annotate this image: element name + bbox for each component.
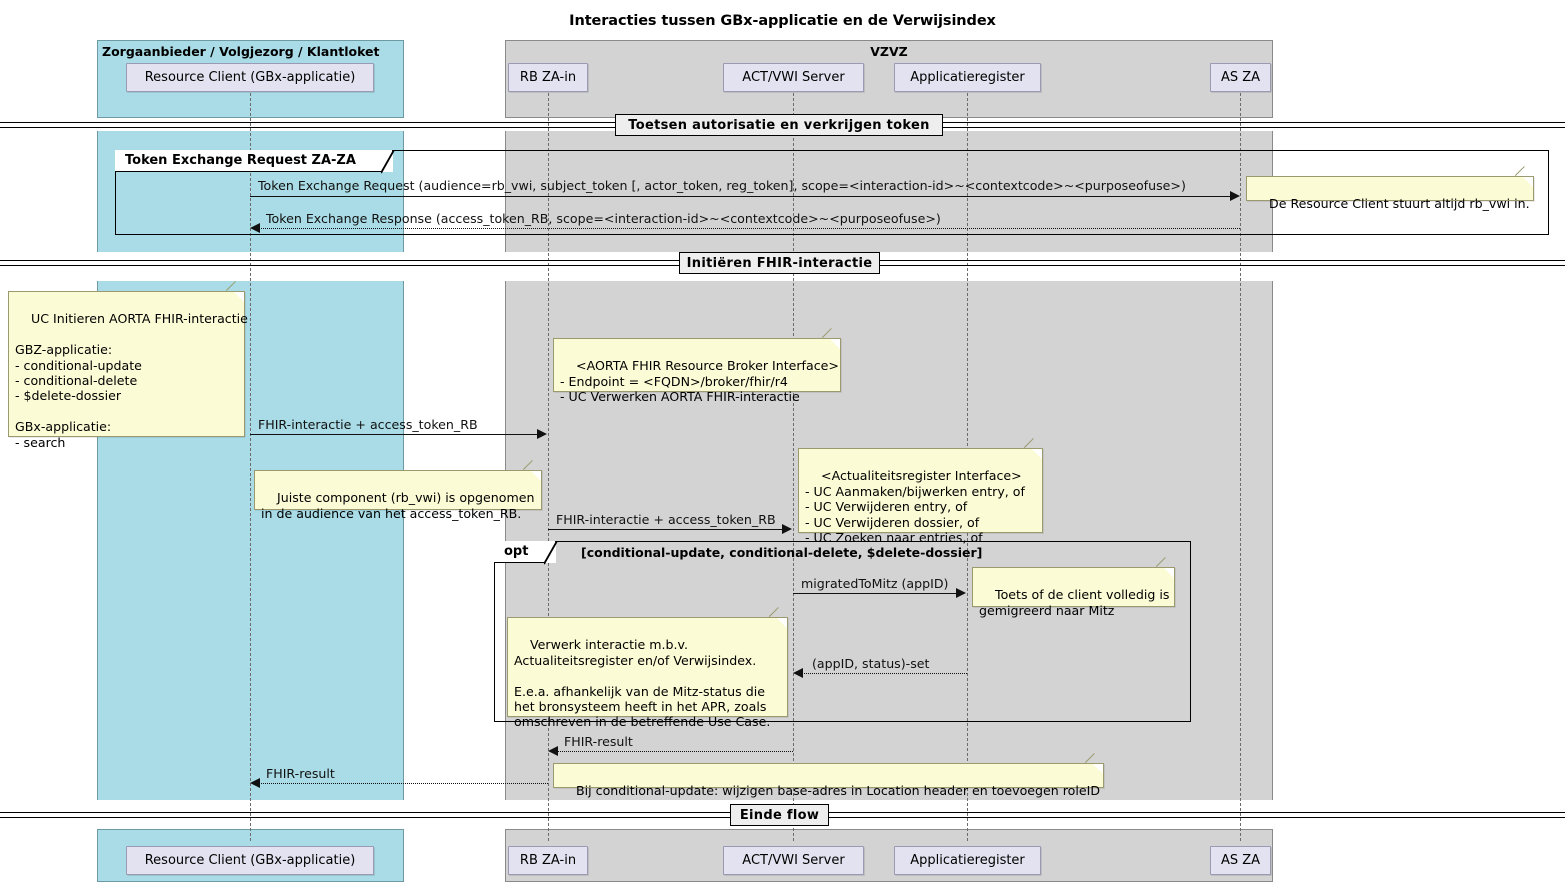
note-text: De Resource Client stuurt altijd rb_vwi … [1269,196,1530,212]
msg-appid-status-set-label: (appID, status)-set [812,656,930,671]
frame-opt-tab: opt [494,541,556,563]
msg-fhir-result-1-arrowhead [548,746,558,756]
note-juiste-component: Juiste component (rb_vwi) is opgenomen i… [254,460,542,521]
msg-migrated-to-mitz-label: migratedToMitz (appID) [801,576,949,591]
participant-label: RB ZA-in [519,853,577,868]
msg-fhir-interactie-1-arrowhead [537,429,547,439]
group-label-vzvz: VZVZ [870,44,908,59]
msg-token-exchange-response-label: Token Exchange Response (access_token_RB… [266,211,941,226]
msg-fhir-interactie-2-line [548,529,782,530]
lifeline-resource-client [250,93,251,841]
participant-label: AS ZA [1220,70,1261,85]
note-fold-icon [1164,568,1174,578]
group-box-vzvz-footer [505,829,1273,882]
participant-label: Applicatieregister [910,853,1025,868]
participant-as-za-top[interactable]: AS ZA [1210,63,1271,92]
msg-token-exchange-response-arrowhead [250,223,260,233]
msg-migrated-to-mitz-line [793,593,957,594]
participant-label: ACT/VWI Server [742,853,845,868]
msg-fhir-result-1-line [555,751,793,752]
note-conditional-update-location: Bij conditional-update: wijzigen base-ad… [553,753,1104,798]
note-fold-icon [830,339,840,349]
participant-rb-za-in-top[interactable]: RB ZA-in [508,63,588,92]
participant-act-vwi-server-top[interactable]: ACT/VWI Server [723,63,864,92]
group-box-vzvz-band-2 [505,131,1273,252]
participant-applicatieregister-top[interactable]: Applicatieregister [894,63,1041,92]
note-text: UC Initieren AORTA FHIR-interactie GBZ-a… [15,311,248,450]
participant-label: AS ZA [1220,853,1261,868]
participant-label: Resource Client (GBx-applicatie) [144,853,356,868]
participant-label: RB ZA-in [519,70,577,85]
msg-appid-status-set-line [800,673,967,674]
group-label-client: Zorgaanbieder / Volgjezorg / Klantloket [102,44,380,59]
note-fold-icon [1093,764,1103,774]
note-text: Verwerk interactie m.b.v. Actualiteitsre… [514,637,771,730]
participant-label: Applicatieregister [910,70,1025,85]
frame-token-exchange [115,150,1549,235]
frame-opt-condition: [conditional-update, conditional-delete,… [581,545,983,560]
participant-rb-za-in-bottom[interactable]: RB ZA-in [508,846,588,875]
msg-fhir-result-2-label: FHIR-result [266,766,335,781]
msg-fhir-interactie-1-label: FHIR-interactie + access_token_RB [258,417,478,432]
note-text: <AORTA FHIR Resource Broker Interface> -… [560,358,839,405]
note-text: Juiste component (rb_vwi) is opgenomen i… [261,490,535,521]
note-text: Toets of de client volledig is gemigreer… [979,587,1170,618]
msg-fhir-interactie-1-line [250,434,538,435]
note-fold-icon [1032,449,1042,459]
participant-label: ACT/VWI Server [742,70,845,85]
participant-resource-client-bottom[interactable]: Resource Client (GBx-applicatie) [126,846,374,875]
frame-token-exchange-label: Token Exchange Request ZA-ZA [125,153,356,168]
msg-fhir-result-2-line [257,783,548,784]
participant-applicatieregister-bottom[interactable]: Applicatieregister [894,846,1041,875]
participant-act-vwi-server-bottom[interactable]: ACT/VWI Server [723,846,864,875]
frame-opt-label: opt [504,544,529,559]
msg-token-exchange-request-label: Token Exchange Request (audience=rb_vwi,… [258,178,1186,193]
msg-fhir-result-1-label: FHIR-result [564,734,633,749]
msg-migrated-to-mitz-arrowhead [956,588,966,598]
note-fold-icon [531,471,541,481]
msg-token-exchange-request-arrowhead [1230,191,1240,201]
participant-resource-client-top[interactable]: Resource Client (GBx-applicatie) [126,63,374,92]
page-title: Interacties tussen GBx-applicatie en de … [569,13,996,29]
divider-einde-label: Einde flow [730,804,829,826]
note-actualiteitsregister: <Actualiteitsregister Interface> - UC Aa… [798,438,1043,545]
note-text: Bij conditional-update: wijzigen base-ad… [576,783,1101,799]
note-fold-icon [234,292,244,302]
frame-token-exchange-tab-corner-line [381,150,395,174]
msg-fhir-interactie-2-label: FHIR-interactie + access_token_RB [556,512,776,527]
divider-initieren-label: Initiëren FHIR-interactie [679,252,880,274]
lifeline-act-vwi-server [793,93,794,841]
note-broker-interface: <AORTA FHIR Resource Broker Interface> -… [553,328,841,404]
msg-token-exchange-response-line [257,228,1240,229]
lifeline-as-za [1240,93,1241,841]
msg-appid-status-set-arrowhead [793,668,803,678]
divider-toetsen-label: Toetsen autorisatie en verkrijgen token [615,114,943,136]
note-toets-mitz: Toets of de client volledig is gemigreer… [972,557,1175,618]
note-verwerk-interactie: Verwerk interactie m.b.v. Actualiteitsre… [507,607,788,729]
msg-fhir-result-2-arrowhead [250,778,260,788]
frame-opt [494,541,1191,722]
msg-token-exchange-request-line [250,196,1231,197]
participant-label: Resource Client (GBx-applicatie) [144,70,356,85]
group-box-vzvz: VZVZ [505,40,1273,118]
participant-as-za-bottom[interactable]: AS ZA [1210,846,1271,875]
note-text: <Actualiteitsregister Interface> - UC Aa… [805,468,1025,546]
note-rb-vwi-altijd: De Resource Client stuurt altijd rb_vwi … [1246,166,1534,211]
note-fold-icon [1523,177,1533,187]
lifeline-rb-za-in [548,93,549,841]
frame-token-exchange-tab: Token Exchange Request ZA-ZA [115,150,393,172]
note-fold-icon [777,618,787,628]
frame-opt-tab-corner-line [544,541,558,565]
msg-fhir-interactie-2-arrowhead [782,524,792,534]
note-uc-initieren: UC Initieren AORTA FHIR-interactie GBZ-a… [8,281,248,450]
